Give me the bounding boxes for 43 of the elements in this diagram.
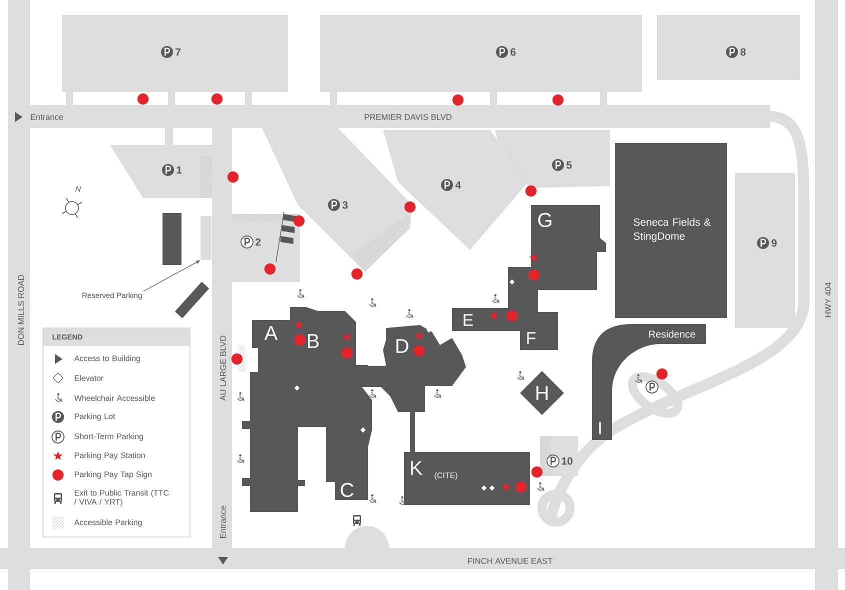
- parking-lot: 10: [540, 436, 578, 476]
- node-label: D: [396, 339, 408, 353]
- node-label: 4: [455, 181, 461, 189]
- entrance-label: Entrance: [220, 506, 226, 538]
- legend-text: Parking Pay Tap Sign: [74, 471, 152, 479]
- compass-drawing: N: [62, 186, 82, 218]
- building: G E F: [452, 205, 606, 350]
- node-label: 5: [566, 161, 572, 169]
- street-label: DON MILLS ROAD: [18, 274, 24, 345]
- node-label: 2: [256, 238, 261, 246]
- legend-text: Wheelchair Accessible: [74, 395, 155, 401]
- legend-text: Elevator: [74, 375, 104, 381]
- parking-lot: 7: [62, 15, 288, 92]
- parking-lot: 2: [232, 214, 300, 282]
- legend-text: Parking Pay Station: [74, 452, 145, 460]
- parking-lot: 6: [320, 15, 642, 92]
- street-label: PREMIER DAVIS BLVD: [364, 114, 452, 120]
- building: [162, 213, 182, 265]
- building: A B C: [242, 307, 372, 512]
- node-label: 3: [342, 201, 348, 209]
- parking-lot: 3: [262, 128, 412, 272]
- node-label: 1: [176, 166, 182, 174]
- legend-text: Short-Term Parking: [74, 433, 144, 441]
- street-label: HWY 404: [825, 282, 831, 318]
- legend-text: Accessible Parking: [74, 519, 142, 527]
- building: [174, 282, 210, 318]
- parking-lot: 1: [110, 145, 212, 198]
- entrance-label: Entrance: [30, 114, 64, 120]
- street-label: FINCH AVENUE EAST: [468, 558, 552, 564]
- parking-lot: 5: [495, 130, 610, 188]
- parking-lot: 8: [657, 15, 800, 80]
- building: K (CITE): [404, 452, 530, 505]
- reserved-parking-area: [200, 216, 212, 260]
- building: Seneca Fields & StingDome: [615, 143, 727, 318]
- building: H: [520, 371, 564, 415]
- parking-lot: 9: [735, 173, 795, 328]
- legend-text: Exit to Public Transit (TTC / VIVA / YRT): [74, 490, 169, 506]
- building: Residence I: [592, 324, 706, 440]
- legend-text: Parking Lot: [74, 413, 116, 421]
- legend-text: Access to Building: [74, 355, 140, 363]
- building: D: [356, 325, 466, 454]
- parking-lot: 4: [383, 130, 528, 250]
- street-label: AU LARGE BLVD: [220, 336, 226, 401]
